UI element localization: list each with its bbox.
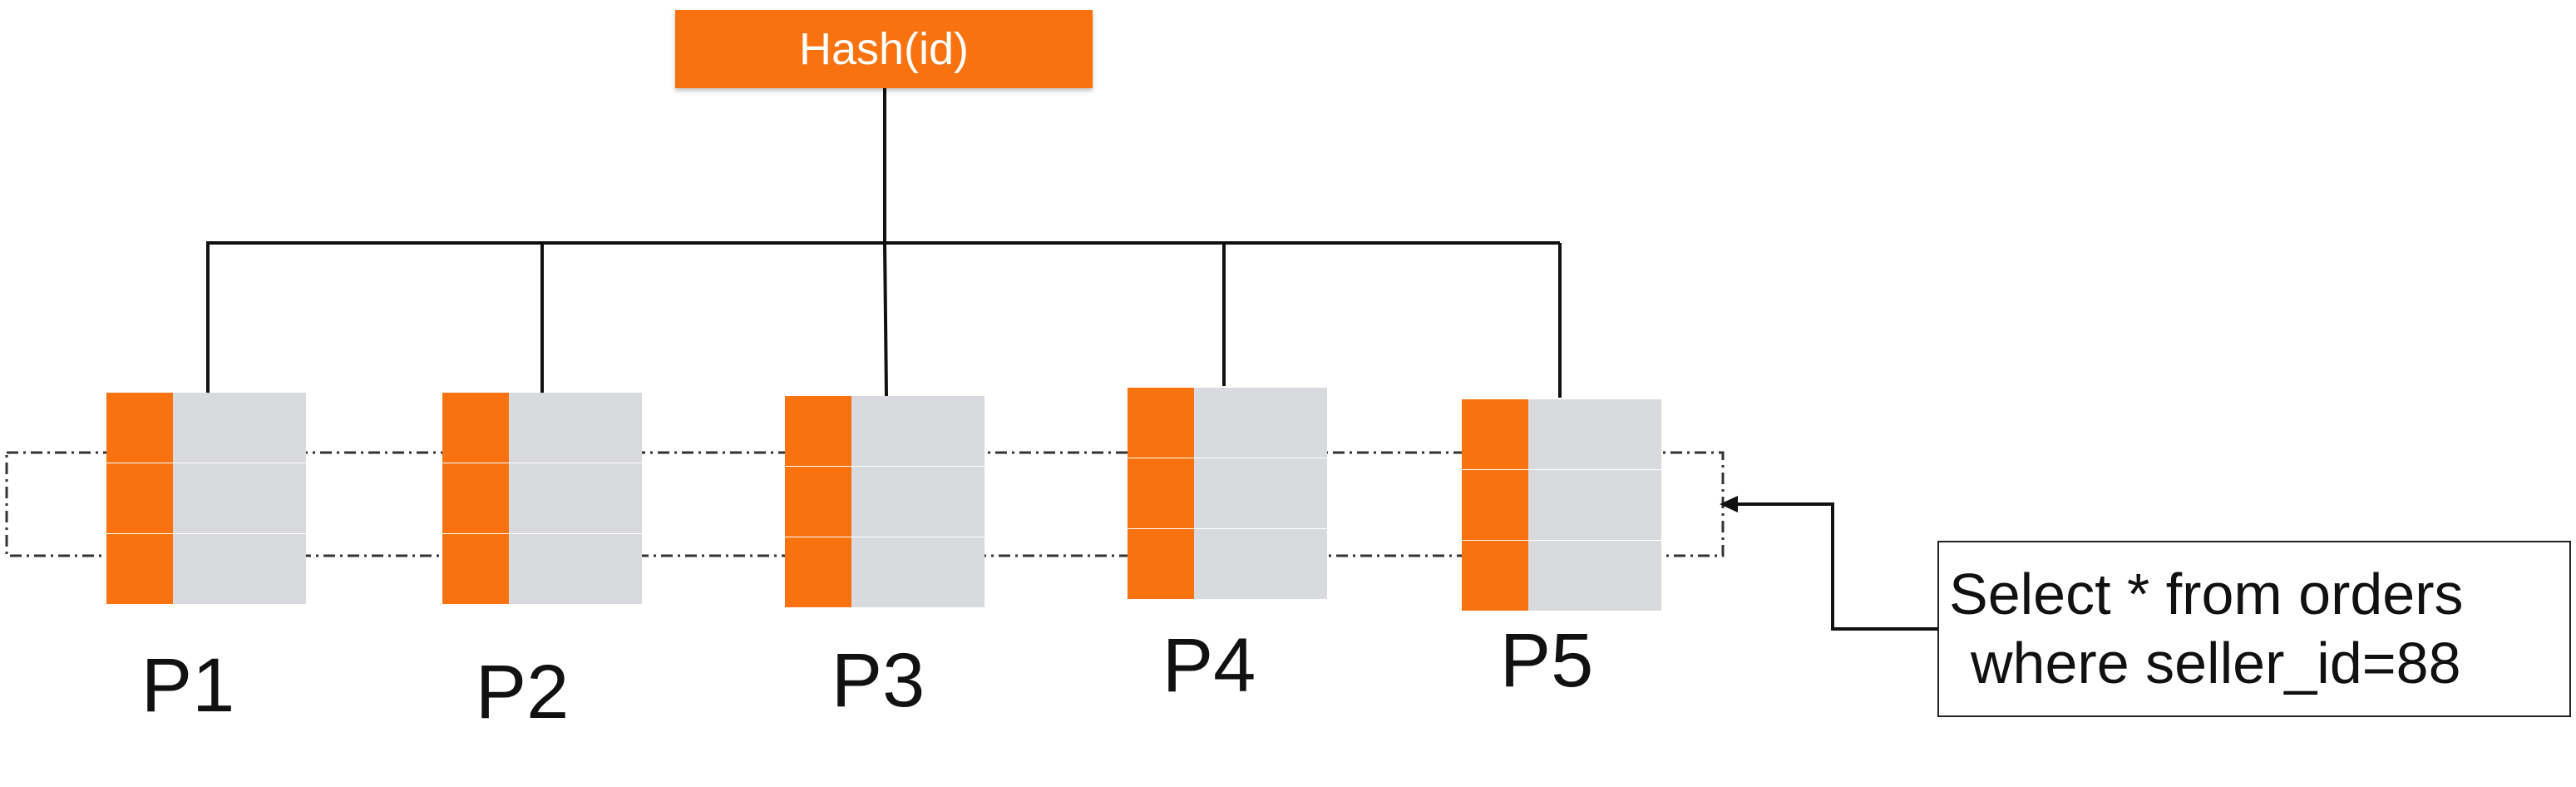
value-cell [1595,470,1661,540]
key-cell [1462,541,1528,611]
drop-line-p3 [883,242,888,397]
partition-label-p3: P3 [831,638,925,723]
partition-label-p4: P4 [1162,623,1256,708]
value-cell [918,396,985,466]
hash-node-label: Hash(id) [798,24,970,74]
key-cell [106,534,173,604]
value-cell [509,534,575,604]
value-cell [1194,458,1261,528]
value-cell [239,534,306,604]
value-cell [851,396,918,466]
value-cell [173,393,239,463]
value-cell [851,537,918,607]
key-cell [1128,529,1194,599]
key-cell [785,537,851,607]
value-cell [575,393,642,463]
value-cell [239,463,306,533]
value-cell [1261,388,1327,458]
value-cell [1528,541,1595,611]
key-cell [106,463,173,533]
key-cell [1128,458,1194,528]
value-cell [1595,541,1661,611]
value-cell [1595,399,1661,469]
partition-label-p5: P5 [1499,618,1594,703]
value-cell [575,463,642,533]
key-cell [785,467,851,537]
value-cell [1528,470,1595,540]
partition-label-p1: P1 [141,643,235,728]
value-cell [1261,529,1327,599]
key-cell [1462,470,1528,540]
partition-p5 [1462,399,1661,611]
key-cell [442,463,509,533]
query-box: Select * from orders where seller_id=88 [1937,541,2571,717]
key-cell [1462,399,1528,469]
partition-p3 [785,396,985,607]
value-cell [509,463,575,533]
value-cell [918,467,985,537]
value-cell [1194,388,1261,458]
value-cell [851,467,918,537]
partition-p1 [106,393,306,604]
value-cell [509,393,575,463]
value-cell [173,534,239,604]
query-line-2: where seller_id=88 [1971,631,2461,695]
query-arrow-line [1731,502,1937,631]
key-cell [106,393,173,463]
value-cell [575,534,642,604]
partition-label-p2: P2 [475,650,570,735]
partition-p4 [1128,388,1327,599]
key-cell [442,534,509,604]
value-cell [1528,399,1595,469]
value-cell [1261,458,1327,528]
key-cell [1128,388,1194,458]
value-cell [918,537,985,607]
value-cell [239,393,306,463]
partition-p2 [442,393,642,604]
hash-node: Hash(id) [675,10,1093,88]
value-cell [1194,529,1261,599]
query-line-1: Select * from orders [1949,562,2464,627]
key-cell [442,393,509,463]
key-cell [785,396,851,466]
value-cell [173,463,239,533]
arrow-head-icon [1720,496,1738,512]
